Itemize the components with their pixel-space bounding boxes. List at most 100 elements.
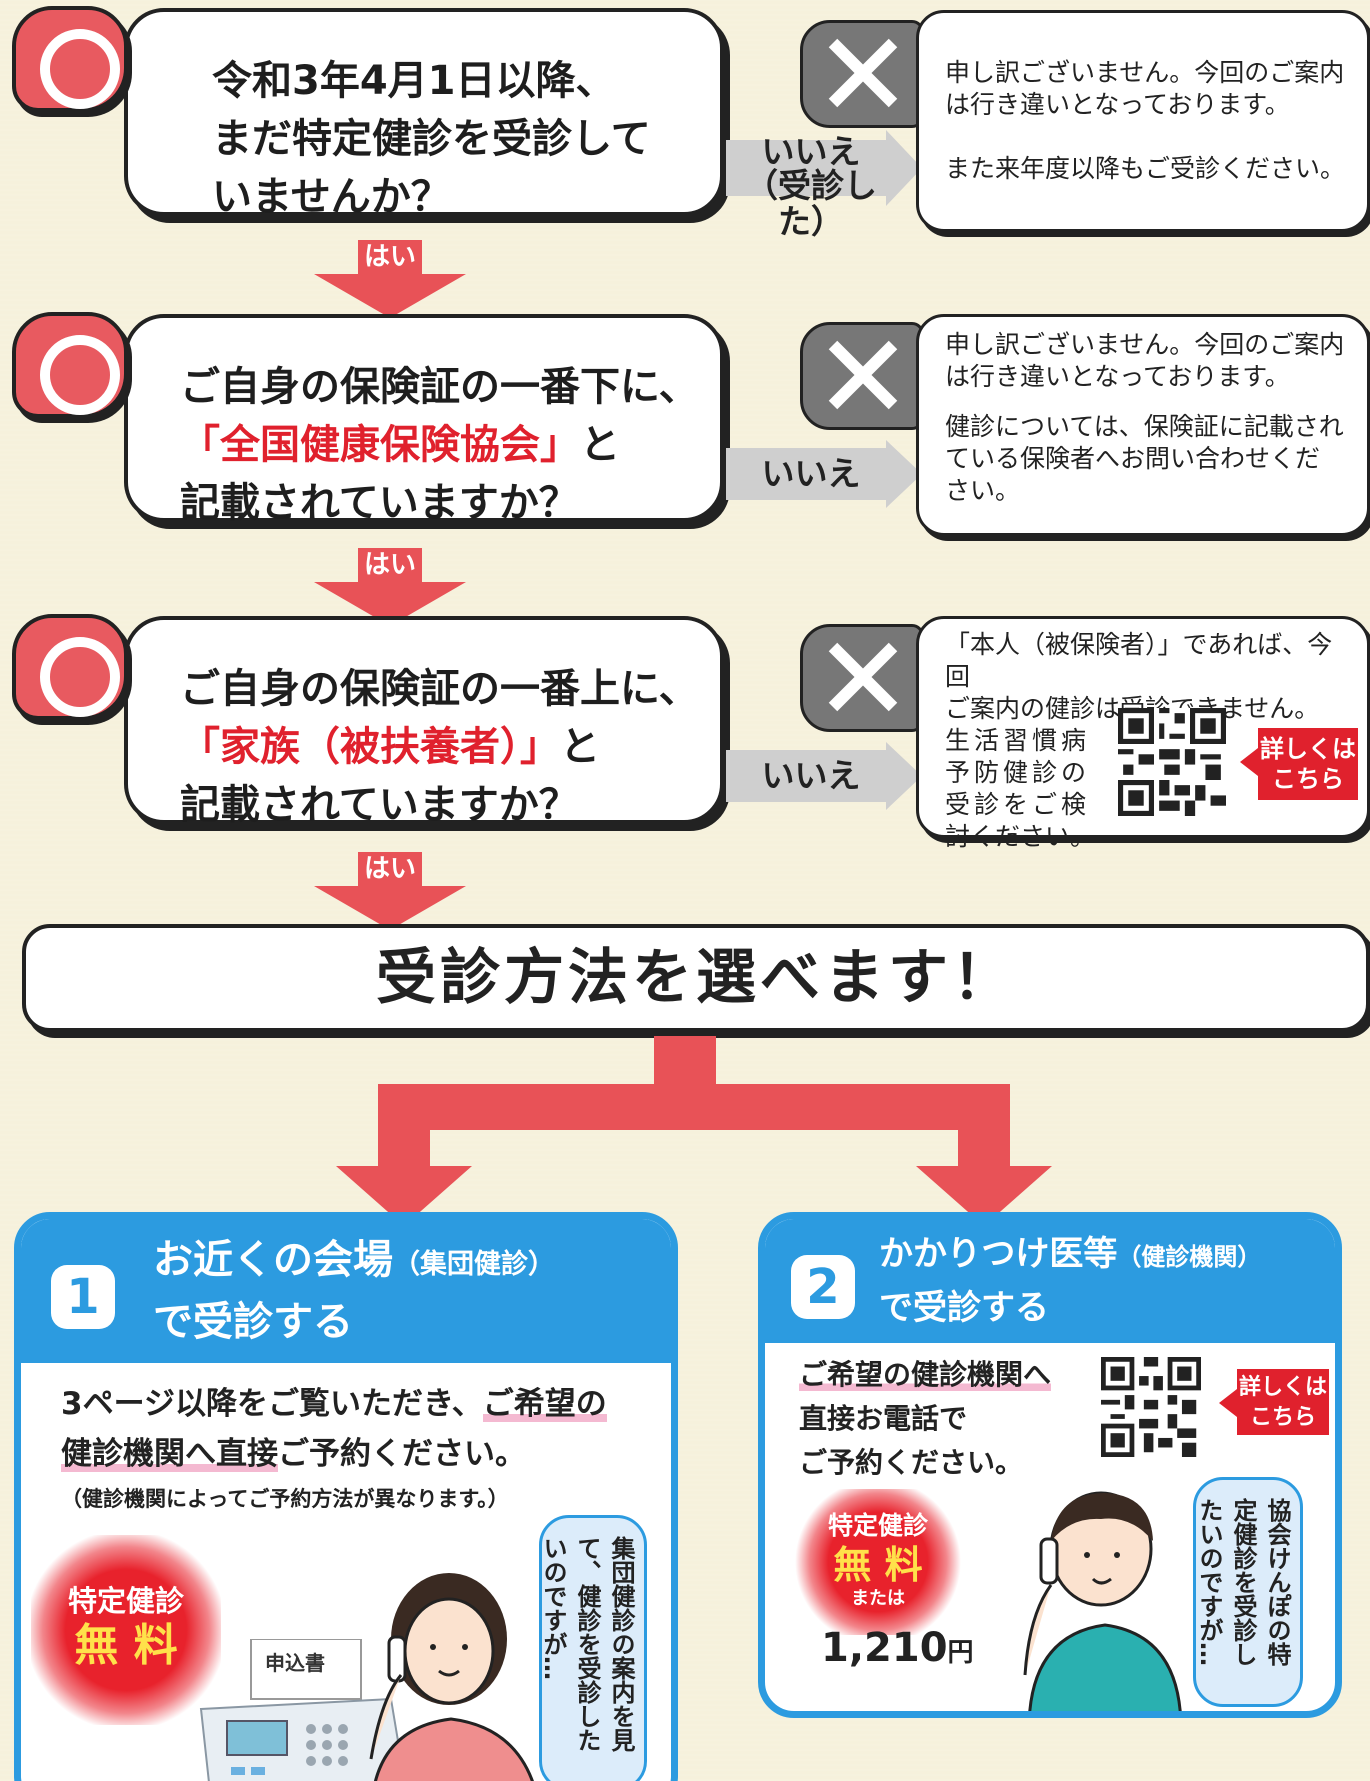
a1-line1: 申し訳ございません。今回のご案内	[945, 58, 1345, 87]
qr-code-icon	[1101, 1357, 1201, 1457]
option-1-title-line1: お近くの会場（集団健診）	[153, 1231, 555, 1294]
arrow-down-icon	[314, 852, 466, 930]
details-link-1[interactable]: 詳しくは こちら	[1240, 728, 1358, 800]
x-badge-3	[800, 624, 924, 732]
option-1-free1: 特定健診	[67, 1584, 184, 1618]
option-1-free2: 無 料	[74, 1620, 178, 1671]
a2-line5: さい。	[945, 476, 1021, 505]
q1-line1: 令和3年4月1日以降、	[212, 58, 616, 104]
cross-icon	[828, 340, 898, 410]
arrow-right-icon	[726, 130, 922, 206]
yes-label: はい	[358, 548, 422, 582]
option-1-body1a: 3ページ以降をご覧いただき、	[61, 1386, 483, 1422]
option-2-title1: かかりつけ医等	[879, 1234, 1118, 1274]
a3-line1: 「本人（被保険者）」であれば、今回	[945, 630, 1333, 691]
man-on-phone-illustration	[1023, 1491, 1182, 1711]
q2-no-arrow: いいえ	[726, 440, 922, 508]
option-2-free-badge: 特定健診 無 料 または	[795, 1489, 961, 1635]
option-2-body2: 直接お電話で	[799, 1402, 968, 1435]
arrow-right-icon	[726, 742, 922, 810]
yes-arrow-1: はい	[314, 240, 466, 318]
circle-icon	[12, 614, 128, 720]
option-1-bubble-text: 集団健診の案内を見て、健診を受診したいのですが…	[539, 1536, 635, 1752]
option-2-body1: ご希望の健診機関へ	[799, 1358, 1052, 1391]
option-1-free-badge: 特定健診 無 料	[31, 1535, 221, 1725]
option-2-price-yen: 円	[947, 1638, 974, 1668]
option-1-body1b: ご希望の	[482, 1386, 607, 1422]
option-2-free1: 特定健診	[827, 1511, 928, 1540]
details-link-2-l1: 詳しくは	[1238, 1375, 1327, 1400]
q3-after: と	[560, 724, 600, 770]
option-1-body: 3ページ以降をご覧いただき、ご希望の 健診機関へ直接ご予約ください。 （健診機関…	[61, 1379, 607, 1519]
q3-no-label: いいえ	[761, 756, 861, 795]
q3-highlight: 「家族（被扶養者）」	[180, 724, 560, 770]
option-1-card: 1 お近くの会場（集団健診） で受診する （この冊子でのご案内分） 3ページ以降を…	[14, 1212, 678, 1781]
option-2-number: 2	[791, 1255, 855, 1319]
arrow-down-icon	[314, 548, 466, 626]
a3-line4: 予防健診の	[945, 758, 1091, 787]
q1-no-label-1: いいえ	[761, 132, 861, 171]
q1-line3: いませんか？	[212, 174, 451, 220]
a2-line1: 申し訳ございません。今回のご案内	[945, 330, 1345, 359]
a3-line5: 受診をご検	[945, 790, 1091, 819]
a1-line3: また来年度以降もご受診ください。	[945, 154, 1346, 183]
q2-after: と	[580, 422, 620, 468]
q1-no-label-2: （受診した）	[745, 166, 877, 241]
x-badge-1	[800, 20, 924, 128]
option-2-title1-small: （健診機関）	[1117, 1243, 1262, 1271]
arrow-right-icon	[726, 440, 922, 508]
q1-line2: まだ特定健診を受診して	[212, 116, 651, 162]
details-link-2[interactable]: 詳しくは こちら	[1219, 1369, 1329, 1435]
circle-icon	[12, 312, 128, 418]
option-2-price-value: 1,210	[821, 1625, 948, 1671]
option-2-title-line1: かかりつけ医等（健診機関）	[879, 1225, 1261, 1286]
yes-arrow-3: はい	[314, 852, 466, 930]
a2-line4: ている保険者へお問い合わせくだ	[945, 444, 1321, 473]
cross-icon	[828, 38, 898, 108]
q1-no-arrow: いいえ （受診した）	[726, 130, 922, 240]
yes-arrow-2: はい	[314, 548, 466, 626]
details-link-2-l2: こちら	[1249, 1405, 1316, 1430]
answer-2-box: 申し訳ございません。今回のご案内 は行き違いとなっております。 健診については、…	[916, 314, 1370, 536]
option-2-speech-bubble: 協会けんぽの特定健診を受診したいのですが…	[1193, 1477, 1303, 1707]
question-1-box: 令和3年4月1日以降、 まだ特定健診を受診して いませんか？	[124, 8, 724, 220]
option-1-header: 1 お近くの会場（集団健診） で受診する （この冊子でのご案内分）	[21, 1219, 671, 1400]
option-1-title2-small: （この冊子でのご案内分）	[153, 1369, 477, 1400]
option-2-or: または	[851, 1588, 905, 1609]
q2-highlight: 「全国健康保険協会」	[180, 422, 580, 468]
choose-method-text: 受診方法を選べます！	[376, 943, 1016, 1013]
option-2-title2: で受診する	[879, 1288, 1049, 1328]
question-3-box: ご自身の保険証の一番上に、 「家族（被扶養者）」と 記載されていますか？	[124, 616, 724, 828]
a1-line2: は行き違いとなっております。	[945, 90, 1290, 119]
option-2-free2: 無 料	[833, 1543, 923, 1587]
circle-icon	[12, 6, 128, 112]
option-1-title1: お近くの会場	[153, 1237, 393, 1283]
fax-paper-label: 申込書	[265, 1651, 325, 1675]
option-2-body3: ご予約ください。	[799, 1446, 1024, 1479]
option-1-speech-bubble: 集団健診の案内を見て、健診を受診したいのですが…	[539, 1515, 647, 1781]
option-1-title-line2: で受診する （この冊子でのご案内分）	[153, 1293, 671, 1414]
option-2-title-line2: で受診する	[879, 1279, 1049, 1337]
option-1-body2b: ご予約ください。	[278, 1436, 526, 1472]
question-2-box: ご自身の保険証の一番下に、 「全国健康保険協会」と 記載されていますか？	[124, 314, 724, 526]
q3-no-arrow: いいえ	[726, 742, 922, 810]
option-1-title2: で受診する	[153, 1299, 353, 1345]
option-2-price: 1,210円	[821, 1625, 974, 1671]
q3-line1: ご自身の保険証の一番上に、	[180, 666, 699, 712]
details-link-1-l1: 詳しくは	[1260, 735, 1356, 763]
qr-code-icon	[1118, 708, 1226, 816]
option-1-title1-small: （集団健診）	[393, 1249, 555, 1280]
q2-line1: ご自身の保険証の一番下に、	[180, 364, 699, 410]
fax-machine-icon	[199, 1639, 406, 1781]
arrow-down-icon	[314, 240, 466, 318]
option-2-card: 2 かかりつけ医等（健診機関） で受診する ご希望の健診機関へ 直接お電話で ご…	[758, 1212, 1342, 1718]
woman-on-phone-illustration	[369, 1573, 534, 1781]
option-1-number: 1	[51, 1265, 115, 1329]
option-2-body: ご希望の健診機関へ 直接お電話で ご予約ください。	[799, 1353, 1052, 1485]
x-badge-2	[800, 322, 924, 430]
choose-method-banner: 受診方法を選べます！	[22, 924, 1370, 1032]
a3-line3: 生活習慣病	[945, 726, 1091, 755]
cross-icon	[828, 642, 898, 712]
option-2-header: 2 かかりつけ医等（健診機関） で受診する	[765, 1219, 1335, 1343]
details-link-1-l2: こちら	[1272, 765, 1344, 793]
